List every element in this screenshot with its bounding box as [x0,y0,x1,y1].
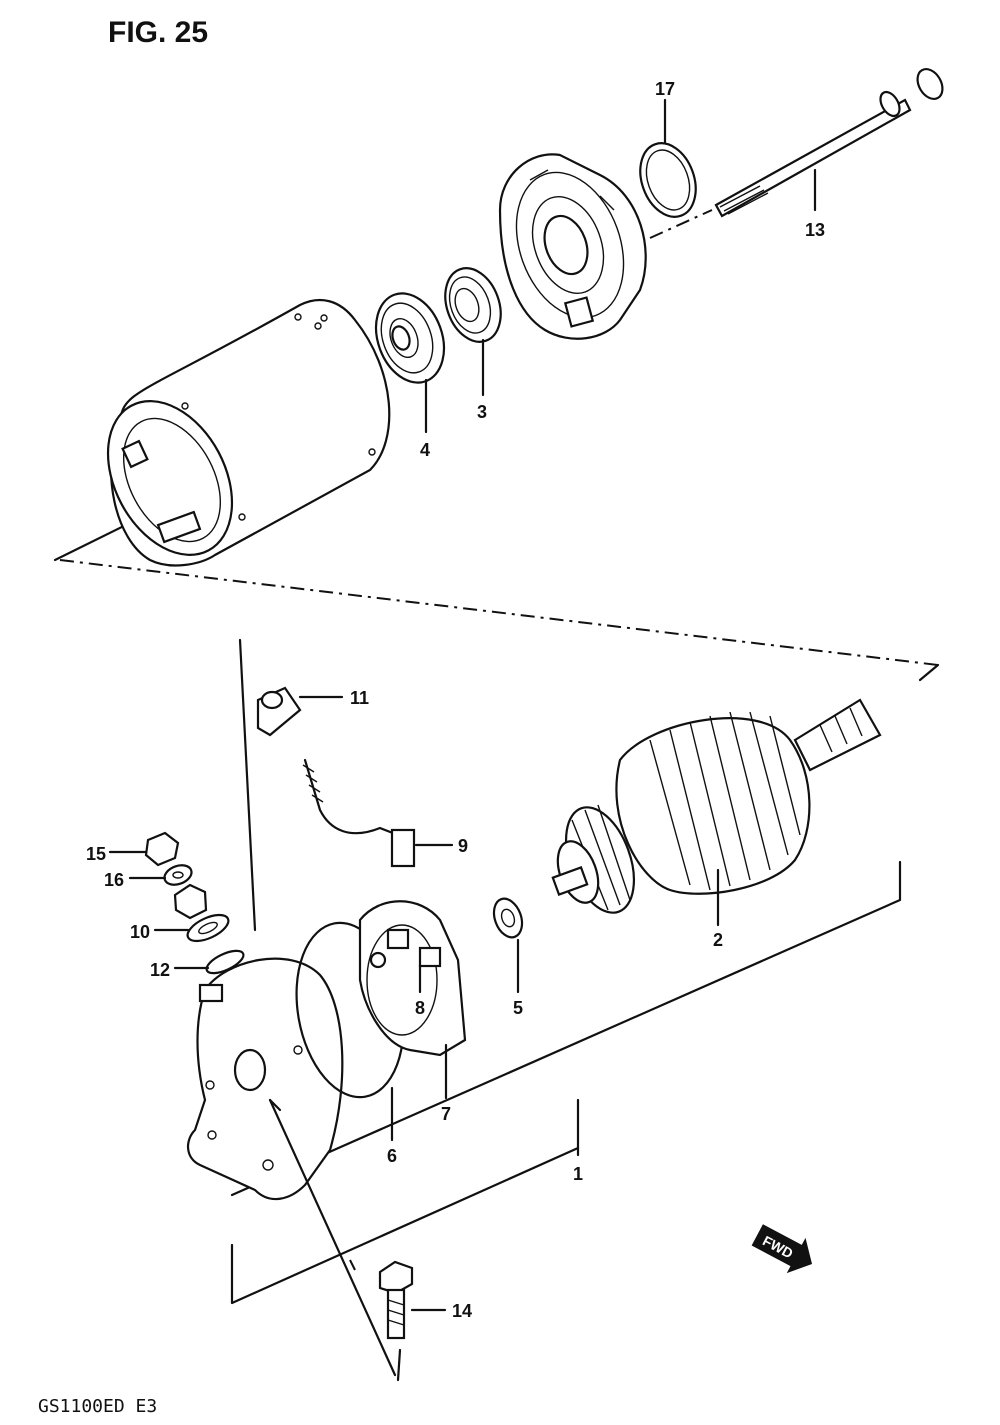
bearing-part-4 [374,292,446,384]
callout-6: 6 [387,1146,397,1166]
callout-12: 12 [150,960,170,980]
callout-10: 10 [130,922,150,942]
callout-3: 3 [477,402,487,422]
brush-holder-part-7 [358,900,467,1057]
washer-part-5 [492,897,524,939]
callout-4: 4 [420,440,430,460]
callout-13: 13 [805,220,825,240]
callout-15: 15 [86,844,106,864]
model-code: GS1100ED E3 [38,1396,157,1417]
callout-numbers: 17 13 3 4 11 9 15 16 10 12 2 5 8 7 6 1 1… [86,79,825,1321]
callout-7: 7 [441,1104,451,1124]
bolt-part-14 [378,1260,414,1340]
lower-frame-lines [230,638,940,1305]
figure-title: FIG. 25 [108,16,208,49]
yoke-housing [106,298,391,567]
armature-part-2 [551,698,882,914]
insulator-part-11 [256,686,302,737]
terminal-nut [173,883,208,920]
brush-lead-part-9 [302,758,416,868]
upper-leader-lines [424,98,817,434]
through-bolt-part-13 [714,67,944,218]
rear-end-housing [187,957,344,1201]
callout-9: 9 [458,836,468,856]
bolt-guide-lines [268,1098,402,1382]
nut-part-15 [144,831,180,867]
lock-washer-part-16 [163,864,193,886]
front-end-cover [498,153,647,340]
callout-8: 8 [415,998,425,1018]
washer-part-10 [186,913,230,943]
oil-seal-part-3 [444,267,502,343]
callout-5: 5 [513,998,523,1018]
lower-leader-lines [108,695,720,1312]
o-ring-part-17 [639,142,697,218]
callout-2: 2 [713,930,723,950]
callout-1: 1 [573,1164,583,1184]
callout-11: 11 [350,688,369,708]
callout-16: 16 [104,870,124,890]
forward-arrow-icon: FWD [751,1224,813,1274]
callout-14: 14 [452,1301,472,1321]
callout-17: 17 [655,79,675,99]
